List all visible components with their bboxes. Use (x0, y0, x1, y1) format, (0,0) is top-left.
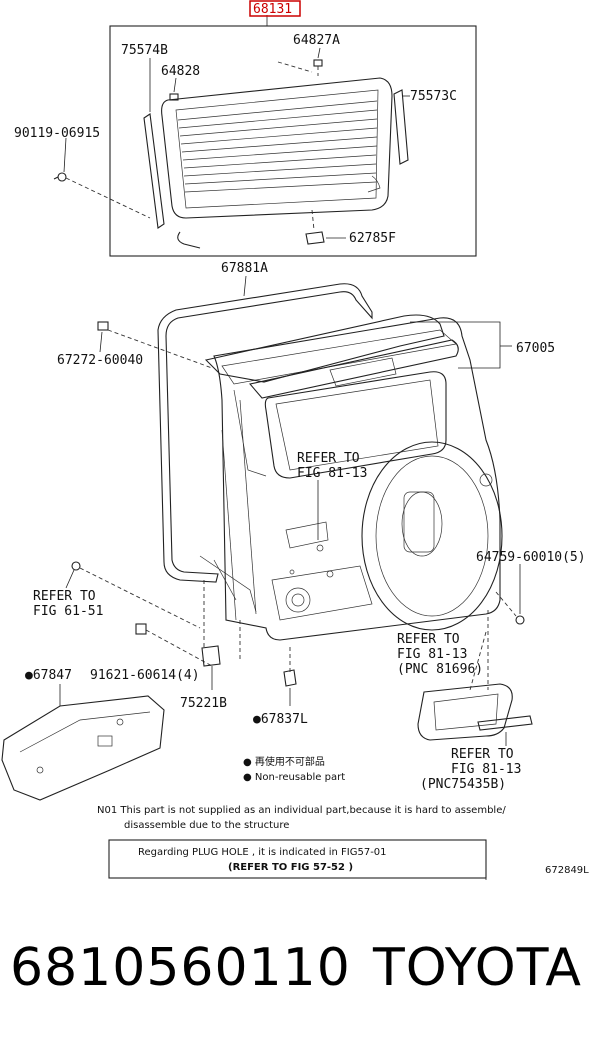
wire-connector (177, 231, 201, 249)
bolt-64759 (515, 615, 525, 625)
plug-hole-line1: Regarding PLUG HOLE , it is indicated in… (138, 847, 387, 858)
stop-lamp-81696 (417, 683, 513, 741)
label-62785F[interactable]: 62785F (349, 231, 396, 246)
part-number: 6810560110 (10, 938, 351, 998)
note-line2: disassemble due to the structure (124, 820, 289, 831)
trim-pad-67847 (1, 695, 165, 801)
back-window-glass (161, 77, 393, 219)
label-64828[interactable]: 64828 (161, 64, 200, 79)
label-75574B[interactable]: 75574B (121, 43, 168, 58)
clip-refer-61-51 (71, 561, 81, 571)
plug-hole-line2: (REFER TO FIG 57-52 ) (228, 862, 353, 873)
refer-d-line3[interactable]: (PNC75435B) (420, 777, 506, 792)
label-67881A[interactable]: 67881A (221, 261, 268, 276)
group-label[interactable]: 68131 (253, 2, 292, 17)
label-67005[interactable]: 67005 (516, 341, 555, 356)
refer-d-line2[interactable]: FIG 81-13 (451, 762, 521, 777)
garnish-75435B (477, 715, 533, 731)
refer-c-line1[interactable]: REFER TO (397, 632, 460, 647)
spoiler-67005 (204, 314, 459, 399)
refer-b-line2[interactable]: FIG 61-51 (33, 604, 103, 619)
refer-b-line1[interactable]: REFER TO (33, 589, 96, 604)
clip-64828 (169, 93, 179, 101)
label-67272[interactable]: 67272-60040 (57, 353, 143, 368)
note-line1: N01 This part is not supplied as an indi… (97, 805, 506, 816)
weatherstrip-67881A (157, 283, 373, 583)
glass-group-box (109, 25, 477, 257)
refer-a-line1[interactable]: REFER TO (297, 451, 360, 466)
refer-c-line2[interactable]: FIG 81-13 (397, 647, 467, 662)
back-door-panel (199, 317, 503, 641)
label-64759[interactable]: 64759-60010(5) (476, 550, 586, 565)
refer-d-line1[interactable]: REFER TO (451, 747, 514, 762)
brand-name: TOYOTA (373, 938, 582, 998)
hinge-75221B (201, 645, 221, 667)
label-91621[interactable]: 91621-60614(4) (90, 668, 200, 683)
label-75221B[interactable]: 75221B (180, 696, 227, 711)
legend-cn: ● 再使用不可部品 (243, 755, 325, 768)
moulding-left (143, 113, 165, 229)
label-64827A[interactable]: 64827A (293, 33, 340, 48)
refer-c-line3[interactable]: (PNC 81696) (397, 662, 483, 677)
moulding-right (393, 89, 409, 165)
clip-91621 (135, 623, 147, 635)
trim-67837L (283, 669, 297, 687)
label-75573C[interactable]: 75573C (410, 89, 457, 104)
bolt-90119 (53, 172, 67, 182)
label-90119[interactable]: 90119-06915 (14, 126, 100, 141)
clip-64827A (313, 59, 323, 67)
label-67847[interactable]: ●67847 (25, 668, 72, 683)
pad-62785F (305, 231, 325, 245)
label-67837L[interactable]: ●67837L (253, 712, 308, 727)
figure-code: 672849L (545, 865, 589, 876)
refer-a-line2[interactable]: FIG 81-13 (297, 466, 367, 481)
legend-en: ● Non-reusable part (243, 772, 345, 783)
clip-67272 (97, 321, 109, 331)
group-label-highlight (249, 0, 301, 17)
